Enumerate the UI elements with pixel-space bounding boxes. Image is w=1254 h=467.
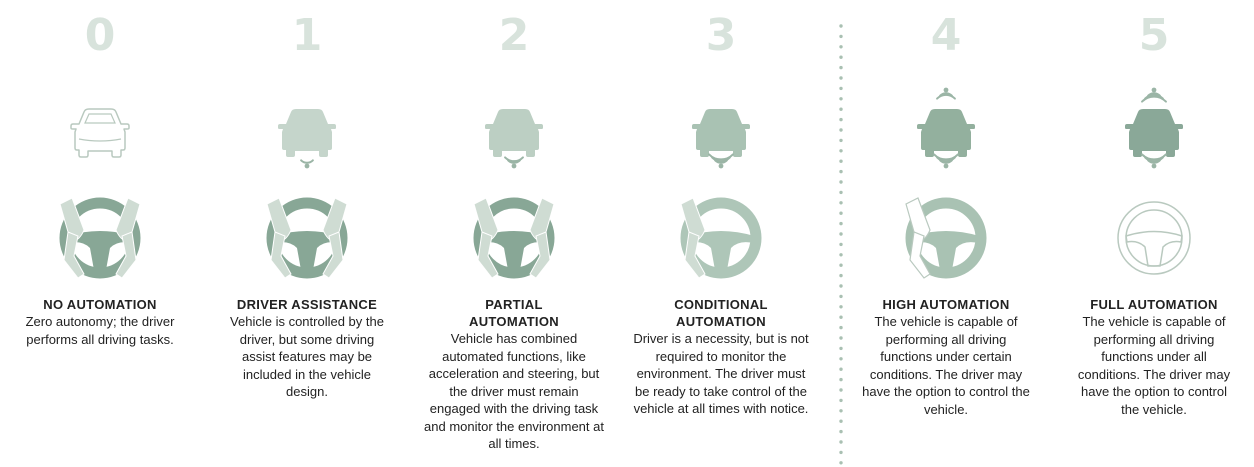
steering-wheel-icon <box>904 196 988 280</box>
level-description: Vehicle is controlled by the driver, but… <box>230 314 384 399</box>
level-description: The vehicle is capable of performing all… <box>1077 314 1231 417</box>
car-zone <box>1054 70 1254 190</box>
level-description: The vehicle is capable of performing all… <box>862 314 1030 417</box>
car-zone <box>207 70 407 190</box>
car-icon <box>278 109 336 169</box>
car-icon <box>917 87 975 169</box>
level-5: 5 FULL AUTOMATION The vehicle is capable… <box>1054 0 1254 467</box>
level-number: 0 <box>84 10 116 61</box>
level-1: 1 DRIVER ASSISTANCE Vehicle is controlle… <box>207 0 407 467</box>
level-2: 2 PARTIAL AUTOMATION Vehicle has combine… <box>414 0 614 467</box>
level-number: 4 <box>930 10 962 61</box>
car-icon <box>485 109 543 169</box>
level-title: FULL AUTOMATION <box>1090 297 1218 312</box>
level-3: 3 CONDITIONAL AUTOMATION Driver is a nec… <box>621 0 821 467</box>
level-title: CONDITIONAL AUTOMATION <box>674 297 768 329</box>
steering-wheel-icon <box>58 196 142 280</box>
car-icon <box>70 108 130 158</box>
level-title: DRIVER ASSISTANCE <box>236 297 378 312</box>
steering-wheel-icon <box>265 196 349 280</box>
car-icon <box>692 109 750 169</box>
level-number: 3 <box>705 10 737 61</box>
car-zone <box>0 70 200 190</box>
level-4: 4 HIGH AUTOMATION The vehicle is capable… <box>846 0 1046 467</box>
level-title: NO AUTOMATION <box>43 297 157 312</box>
level-description: Zero autonomy; the driver performs all d… <box>25 314 175 347</box>
level-number: 1 <box>291 10 323 61</box>
autonomy-divider <box>839 24 843 465</box>
level-number: 5 <box>1138 10 1170 61</box>
car-zone <box>621 70 821 190</box>
steering-wheel-icon <box>679 196 763 280</box>
level-title: PARTIAL AUTOMATION <box>469 297 559 329</box>
car-icon <box>1125 87 1183 169</box>
level-0: 0 NO AUTOMATION Zero autonomy; the drive… <box>0 0 200 467</box>
level-number: 2 <box>498 10 530 61</box>
steering-wheel-icon <box>1112 196 1196 280</box>
steering-wheel-icon <box>472 196 556 280</box>
car-zone <box>846 70 1046 190</box>
level-description: Vehicle has combined automated functions… <box>424 331 604 451</box>
level-title: HIGH AUTOMATION <box>882 297 1010 312</box>
level-description: Driver is a necessity, but is not requir… <box>633 331 809 416</box>
car-zone <box>414 70 614 190</box>
